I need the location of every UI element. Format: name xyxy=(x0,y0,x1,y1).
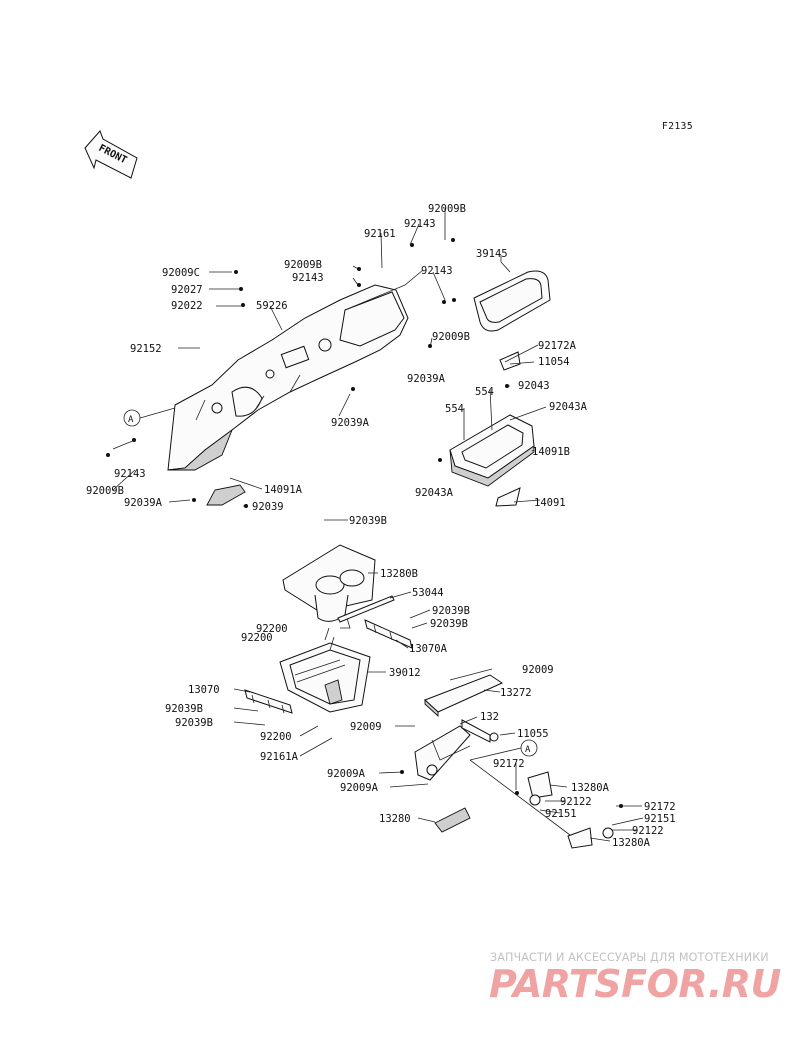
callout-554: 554 xyxy=(475,386,494,398)
callout-13280a: 13280A xyxy=(612,837,651,849)
leader-lines xyxy=(112,208,644,842)
callout-labels: 92009B 92143 92161 39145 92009B 92143 92… xyxy=(86,203,676,849)
watermark-subtitle: ЗАПЧАСТИ И АКСЕССУАРЫ ДЛЯ МОТОТЕХНИКИ xyxy=(490,951,769,964)
plate-13272 xyxy=(424,674,504,718)
callout-92151: 92151 xyxy=(545,808,577,820)
callout-13070a: 13070A xyxy=(409,643,448,655)
storage-bin xyxy=(279,642,371,713)
callout-39145: 39145 xyxy=(476,248,508,260)
glovebox-tray xyxy=(449,351,535,507)
callout-92009b: 92009B xyxy=(284,259,322,271)
callout-53044: 53044 xyxy=(412,587,444,599)
callout-92009: 92009 xyxy=(350,721,382,733)
callout-92009c: 92009C xyxy=(162,267,200,279)
callout-92151: 92151 xyxy=(644,813,676,825)
callout-92039b: 92039B xyxy=(175,717,213,729)
callout-92009b: 92009B xyxy=(432,331,470,343)
callout-92039a: 92039A xyxy=(331,417,370,429)
callout-92039b: 92039B xyxy=(430,618,468,630)
callout-92039b: 92039B xyxy=(165,703,203,715)
fastener-dots xyxy=(106,238,623,808)
callout-13280b: 13280B xyxy=(380,568,418,580)
bracket-13280 xyxy=(434,807,471,833)
callout-92039a: 92039A xyxy=(407,373,446,385)
callout-92022: 92022 xyxy=(171,300,203,312)
callout-92009: 92009 xyxy=(522,664,554,676)
callout-92043a: 92043A xyxy=(415,487,454,499)
callout-14091a: 14091A xyxy=(264,484,303,496)
callout-92027: 92027 xyxy=(171,284,203,296)
callout-59226: 59226 xyxy=(256,300,288,312)
callout-92009b: 92009B xyxy=(86,485,124,497)
callout-92009a: 92009A xyxy=(327,768,366,780)
hinge-13070a xyxy=(364,619,413,649)
callout-92143: 92143 xyxy=(292,272,324,284)
figure-id: F2135 xyxy=(662,121,694,132)
ref-a: A xyxy=(525,745,531,755)
callout-11055: 11055 xyxy=(517,728,549,740)
callout-13280: 13280 xyxy=(379,813,411,825)
callout-554: 554 xyxy=(445,403,464,415)
bracket-14091a xyxy=(206,484,246,506)
callout-92122: 92122 xyxy=(560,796,592,808)
front-arrow-icon: FRONT xyxy=(84,130,138,179)
latch-assembly xyxy=(414,719,499,781)
callout-92172: 92172 xyxy=(644,801,676,813)
callout-92200: 92200 xyxy=(241,632,273,644)
callout-92009b: 92009B xyxy=(428,203,466,215)
latch-13280a xyxy=(527,771,614,849)
callout-92043: 92043 xyxy=(518,380,550,392)
callout-11054: 11054 xyxy=(538,356,570,368)
cup-holder xyxy=(282,544,376,629)
lid-gasket xyxy=(473,270,551,332)
callout-92143: 92143 xyxy=(421,265,453,277)
callout-92143: 92143 xyxy=(114,468,146,480)
ref-a: A xyxy=(128,415,134,425)
callout-92172: 92172 xyxy=(493,758,525,770)
callout-92039: 92039 xyxy=(252,501,284,513)
callout-92161a: 92161A xyxy=(260,751,299,763)
callout-92200: 92200 xyxy=(256,623,288,635)
callout-92043a: 92043A xyxy=(549,401,588,413)
dashboard-panel xyxy=(167,284,409,471)
callout-92152: 92152 xyxy=(130,343,162,355)
callout-92122: 92122 xyxy=(632,825,664,837)
callout-13070: 13070 xyxy=(188,684,220,696)
callout-92143: 92143 xyxy=(404,218,436,230)
callout-14091: 14091 xyxy=(534,497,566,509)
callout-14091b: 14091B xyxy=(532,446,570,458)
callout-92039a: 92039A xyxy=(124,497,163,509)
callout-92009a: 92009A xyxy=(340,782,379,794)
callout-13272: 13272 xyxy=(500,687,532,699)
watermark-logo: PARTSFOR.RU xyxy=(489,962,781,1006)
hinge-13070 xyxy=(244,689,293,714)
callout-92172a: 92172A xyxy=(538,340,577,352)
callout-132: 132 xyxy=(480,711,499,723)
callout-13280a: 13280A xyxy=(571,782,610,794)
rod-53044 xyxy=(337,595,395,623)
callout-39012: 39012 xyxy=(389,667,421,679)
callout-92039b: 92039B xyxy=(432,605,470,617)
callout-92039b: 92039B xyxy=(349,515,387,527)
callout-92200: 92200 xyxy=(260,731,292,743)
callout-92161: 92161 xyxy=(364,228,396,240)
